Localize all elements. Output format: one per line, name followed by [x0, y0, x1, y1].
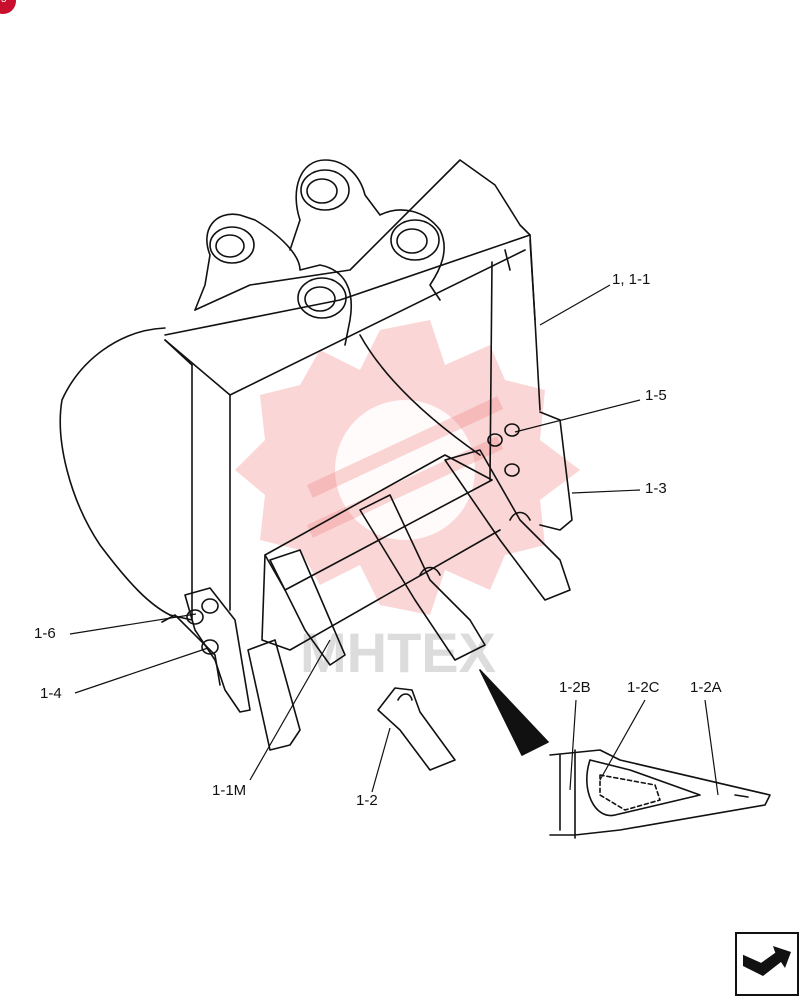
leader-lines [69, 284, 719, 796]
arrow-glyph [742, 946, 791, 976]
watermark-gear-stripes [306, 396, 504, 538]
bucket-left-side [59, 327, 171, 616]
bucket-right-side [529, 239, 536, 321]
hitch-bracket-left [194, 213, 352, 346]
callout-bolt-lower: 1-6 [34, 625, 56, 642]
callout-tooth-point: 1-2A [690, 679, 722, 696]
side-cutter-left [161, 587, 251, 713]
callout-nut: 1-4 [40, 685, 62, 702]
detail-arrow [479, 669, 549, 756]
detail-tooth-point [549, 749, 771, 839]
bucket-tooth-3 [444, 449, 571, 601]
callout-pin: 1-2B [559, 679, 591, 696]
bucket-tooth-2 [359, 494, 486, 661]
callout-lock: 1-2C [627, 679, 660, 696]
watermark-text: MHTEX [300, 621, 496, 684]
callout-bucket: 1, 1-1 [612, 271, 651, 288]
callout-adapter: 1-1M [212, 782, 247, 799]
bucket-top-plate [164, 234, 531, 336]
callout-tooth: 1-2 [356, 792, 378, 809]
side-cutter-right [487, 423, 520, 477]
detached-tooth [377, 687, 456, 771]
next-page-arrow-icon[interactable] [735, 932, 799, 996]
bucket-tooth-1 [269, 549, 346, 666]
callout-bolt: 1-5 [645, 387, 667, 404]
bucket-tooth-4 [247, 639, 301, 751]
hitch-bracket-right [289, 159, 445, 301]
callout-side-cutter: 1-3 [645, 480, 667, 497]
